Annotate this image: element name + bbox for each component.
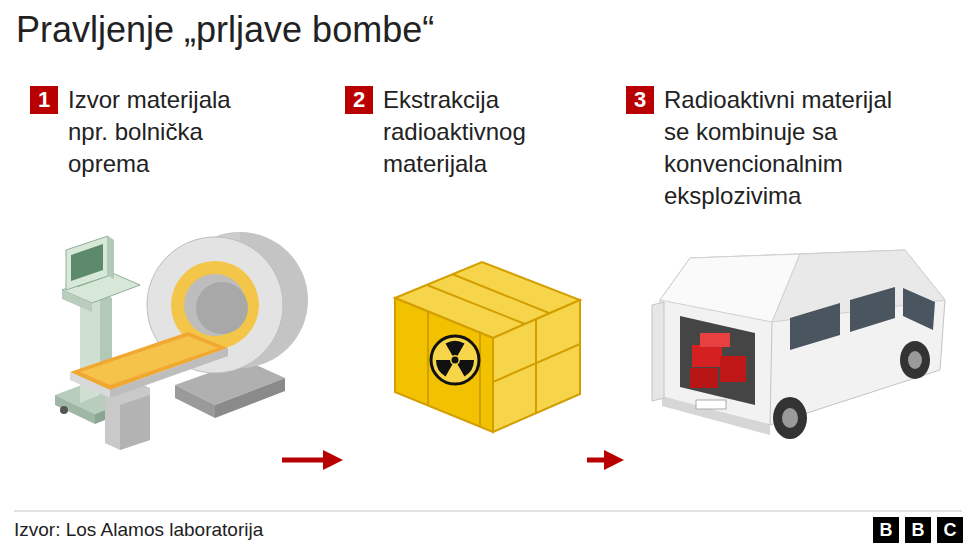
radiation-blade — [446, 341, 465, 356]
step-number: 3 — [626, 86, 654, 114]
logo-letter: B — [905, 517, 931, 543]
step-box: 2 Ekstrakcija radioaktivnog materijala — [345, 84, 585, 484]
flow-arrow — [587, 458, 604, 463]
step-text: Izvor materijala npr. bolnička oprema — [68, 84, 258, 180]
logo-letter: C — [937, 517, 963, 543]
title: Pravljenje „prljave bombe“ — [16, 8, 434, 52]
van — [652, 250, 945, 439]
separator-line — [14, 511, 962, 512]
step-row: 3 Radioaktivni materijal se kombinuje sa … — [626, 84, 926, 212]
radiation-blade — [458, 360, 475, 376]
step-box: 1 Izvor materijala npr. bolnička oprema — [30, 84, 280, 484]
step-row: 2 Ekstrakcija radioaktivnog materijala — [345, 84, 585, 180]
flow-arrow — [282, 458, 323, 463]
logo-letter: B — [873, 517, 899, 543]
radiation-blade — [436, 360, 453, 376]
step-text: Ekstrakcija radioaktivnog materijala — [383, 84, 573, 180]
step-box: 3 Radioaktivni materijal se kombinuje sa … — [626, 84, 926, 484]
step-row: 1 Izvor materijala npr. bolnička oprema — [30, 84, 280, 180]
step-text: Radioaktivni materijal se kombinuje sa k… — [664, 84, 904, 212]
mri-scanner — [70, 232, 308, 450]
step-number: 2 — [345, 86, 373, 114]
radioactive-container — [395, 262, 580, 432]
step-number: 1 — [30, 86, 58, 114]
radiation-center — [452, 357, 459, 364]
source-caption: Izvor: Los Alamos laboratorija — [14, 518, 263, 542]
